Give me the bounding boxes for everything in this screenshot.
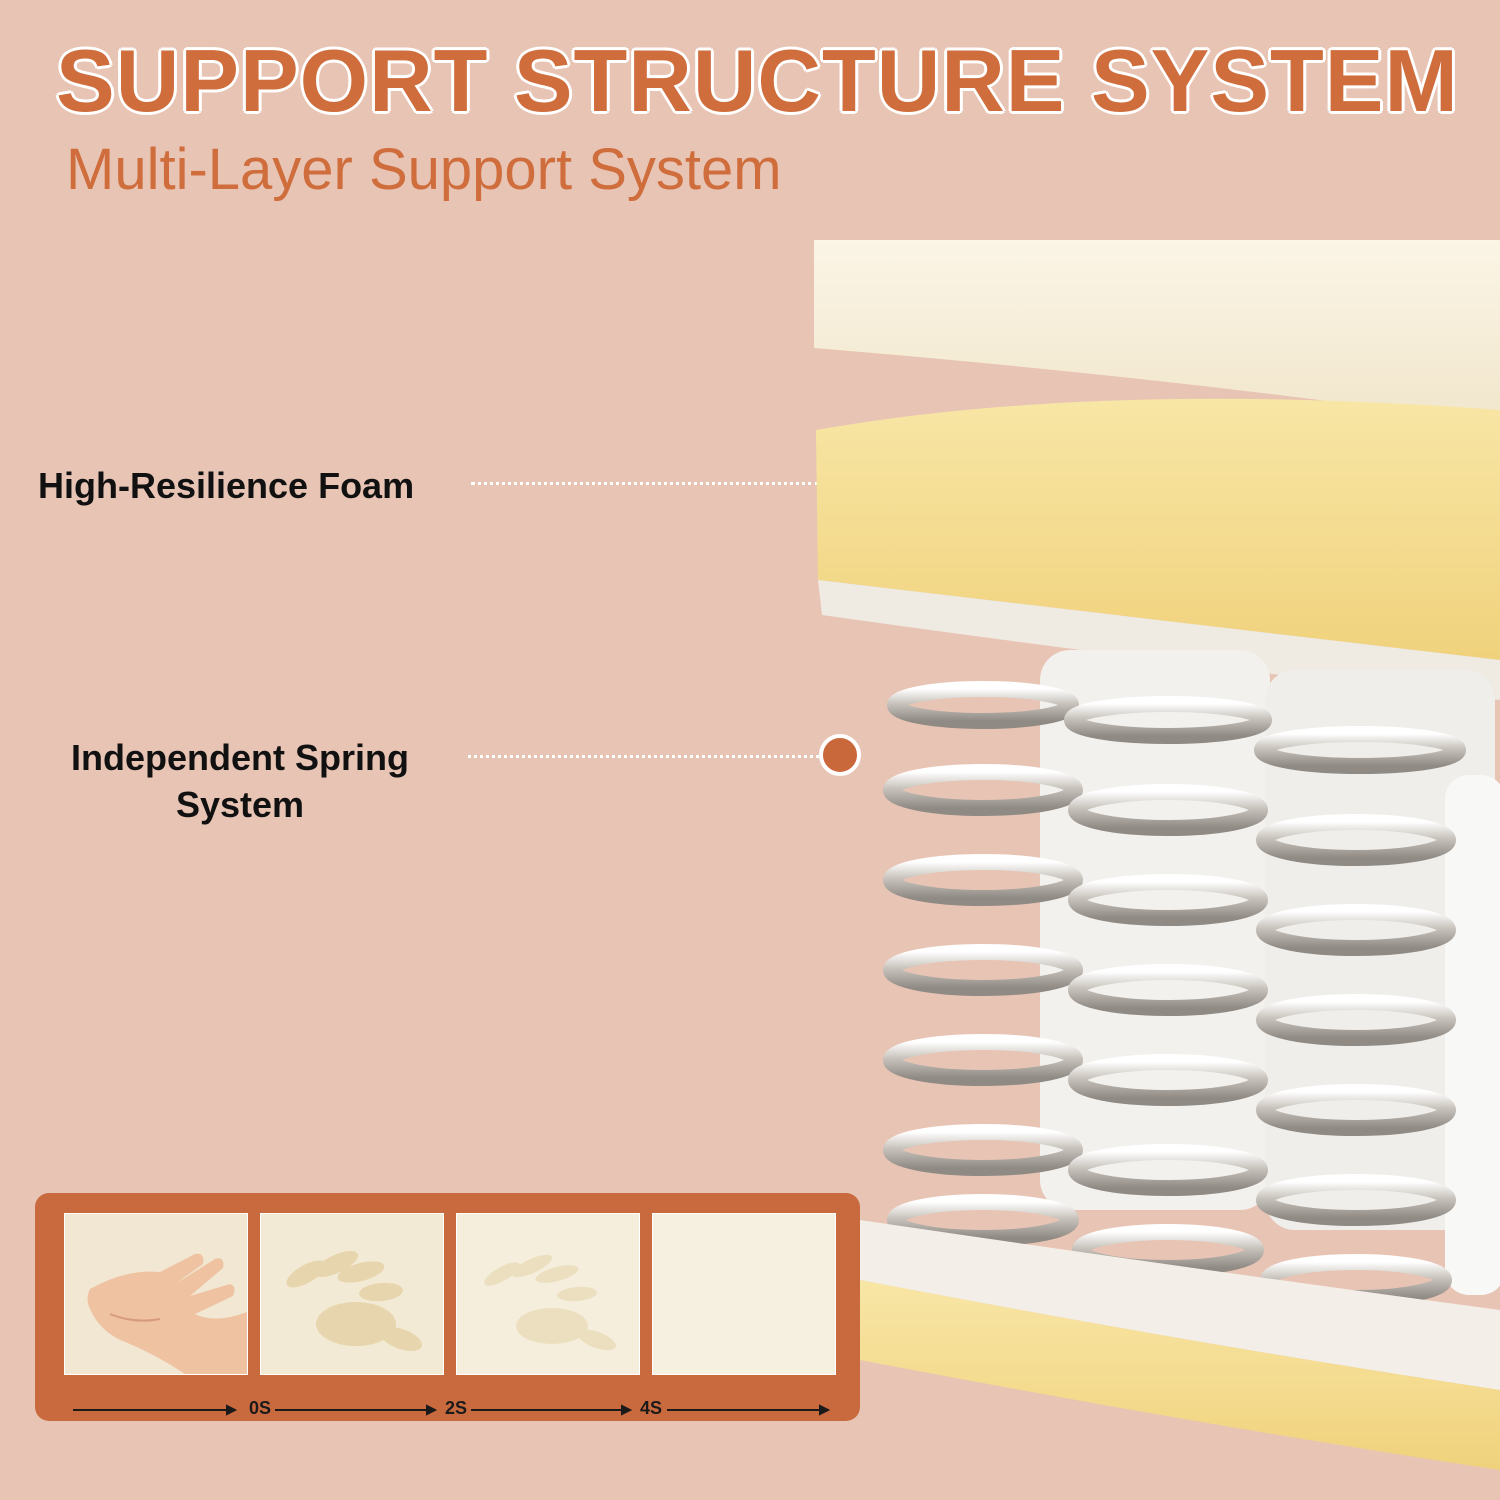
recovery-frame-3 <box>456 1213 640 1375</box>
bottom-foam-layer <box>860 1280 1500 1470</box>
foam-callout-label: High-Resilience Foam <box>38 465 415 506</box>
hr-foam-layer <box>816 398 1500 660</box>
spring-coil-3 <box>1254 726 1466 1306</box>
recovery-frame-4 <box>652 1213 836 1375</box>
foam-recovered-icon <box>653 1214 835 1374</box>
timeline-tick-4s: 4S <box>640 1398 663 1418</box>
spring-coil-1 <box>883 681 1083 1246</box>
mattress-cross-section-image <box>814 240 1500 1470</box>
spring-coil-2 <box>1064 696 1272 1276</box>
recovery-demo-panel: 0S 2S 4S <box>35 1193 860 1421</box>
hand-press-icon <box>65 1214 247 1374</box>
foam-callout-leader <box>471 482 819 485</box>
spring-callout-leader <box>468 755 819 758</box>
handprint-faint-icon <box>457 1214 639 1374</box>
recovery-timeline <box>73 1404 831 1416</box>
recovery-frame-1 <box>64 1213 248 1375</box>
spring-callout-line1: Independent Spring <box>71 737 409 778</box>
spring-callout-line2: System <box>175 784 305 825</box>
top-comfort-layer <box>814 240 1500 425</box>
spring-callout-label: Independent Spring System <box>40 734 440 828</box>
page-subtitle: Multi-Layer Support System <box>66 137 782 202</box>
page-title: SUPPORT STRUCTURE SYSTEM <box>56 31 1459 130</box>
recovery-frame-2 <box>260 1213 444 1375</box>
spring-callout-dot <box>819 734 861 776</box>
timeline-tick-2s: 2S <box>445 1398 468 1418</box>
bottom-base-layer <box>860 1220 1500 1390</box>
handprint-deep-icon <box>261 1214 443 1374</box>
timeline-tick-0s: 0S <box>249 1398 272 1418</box>
spring-pocket-front <box>1445 775 1500 1295</box>
